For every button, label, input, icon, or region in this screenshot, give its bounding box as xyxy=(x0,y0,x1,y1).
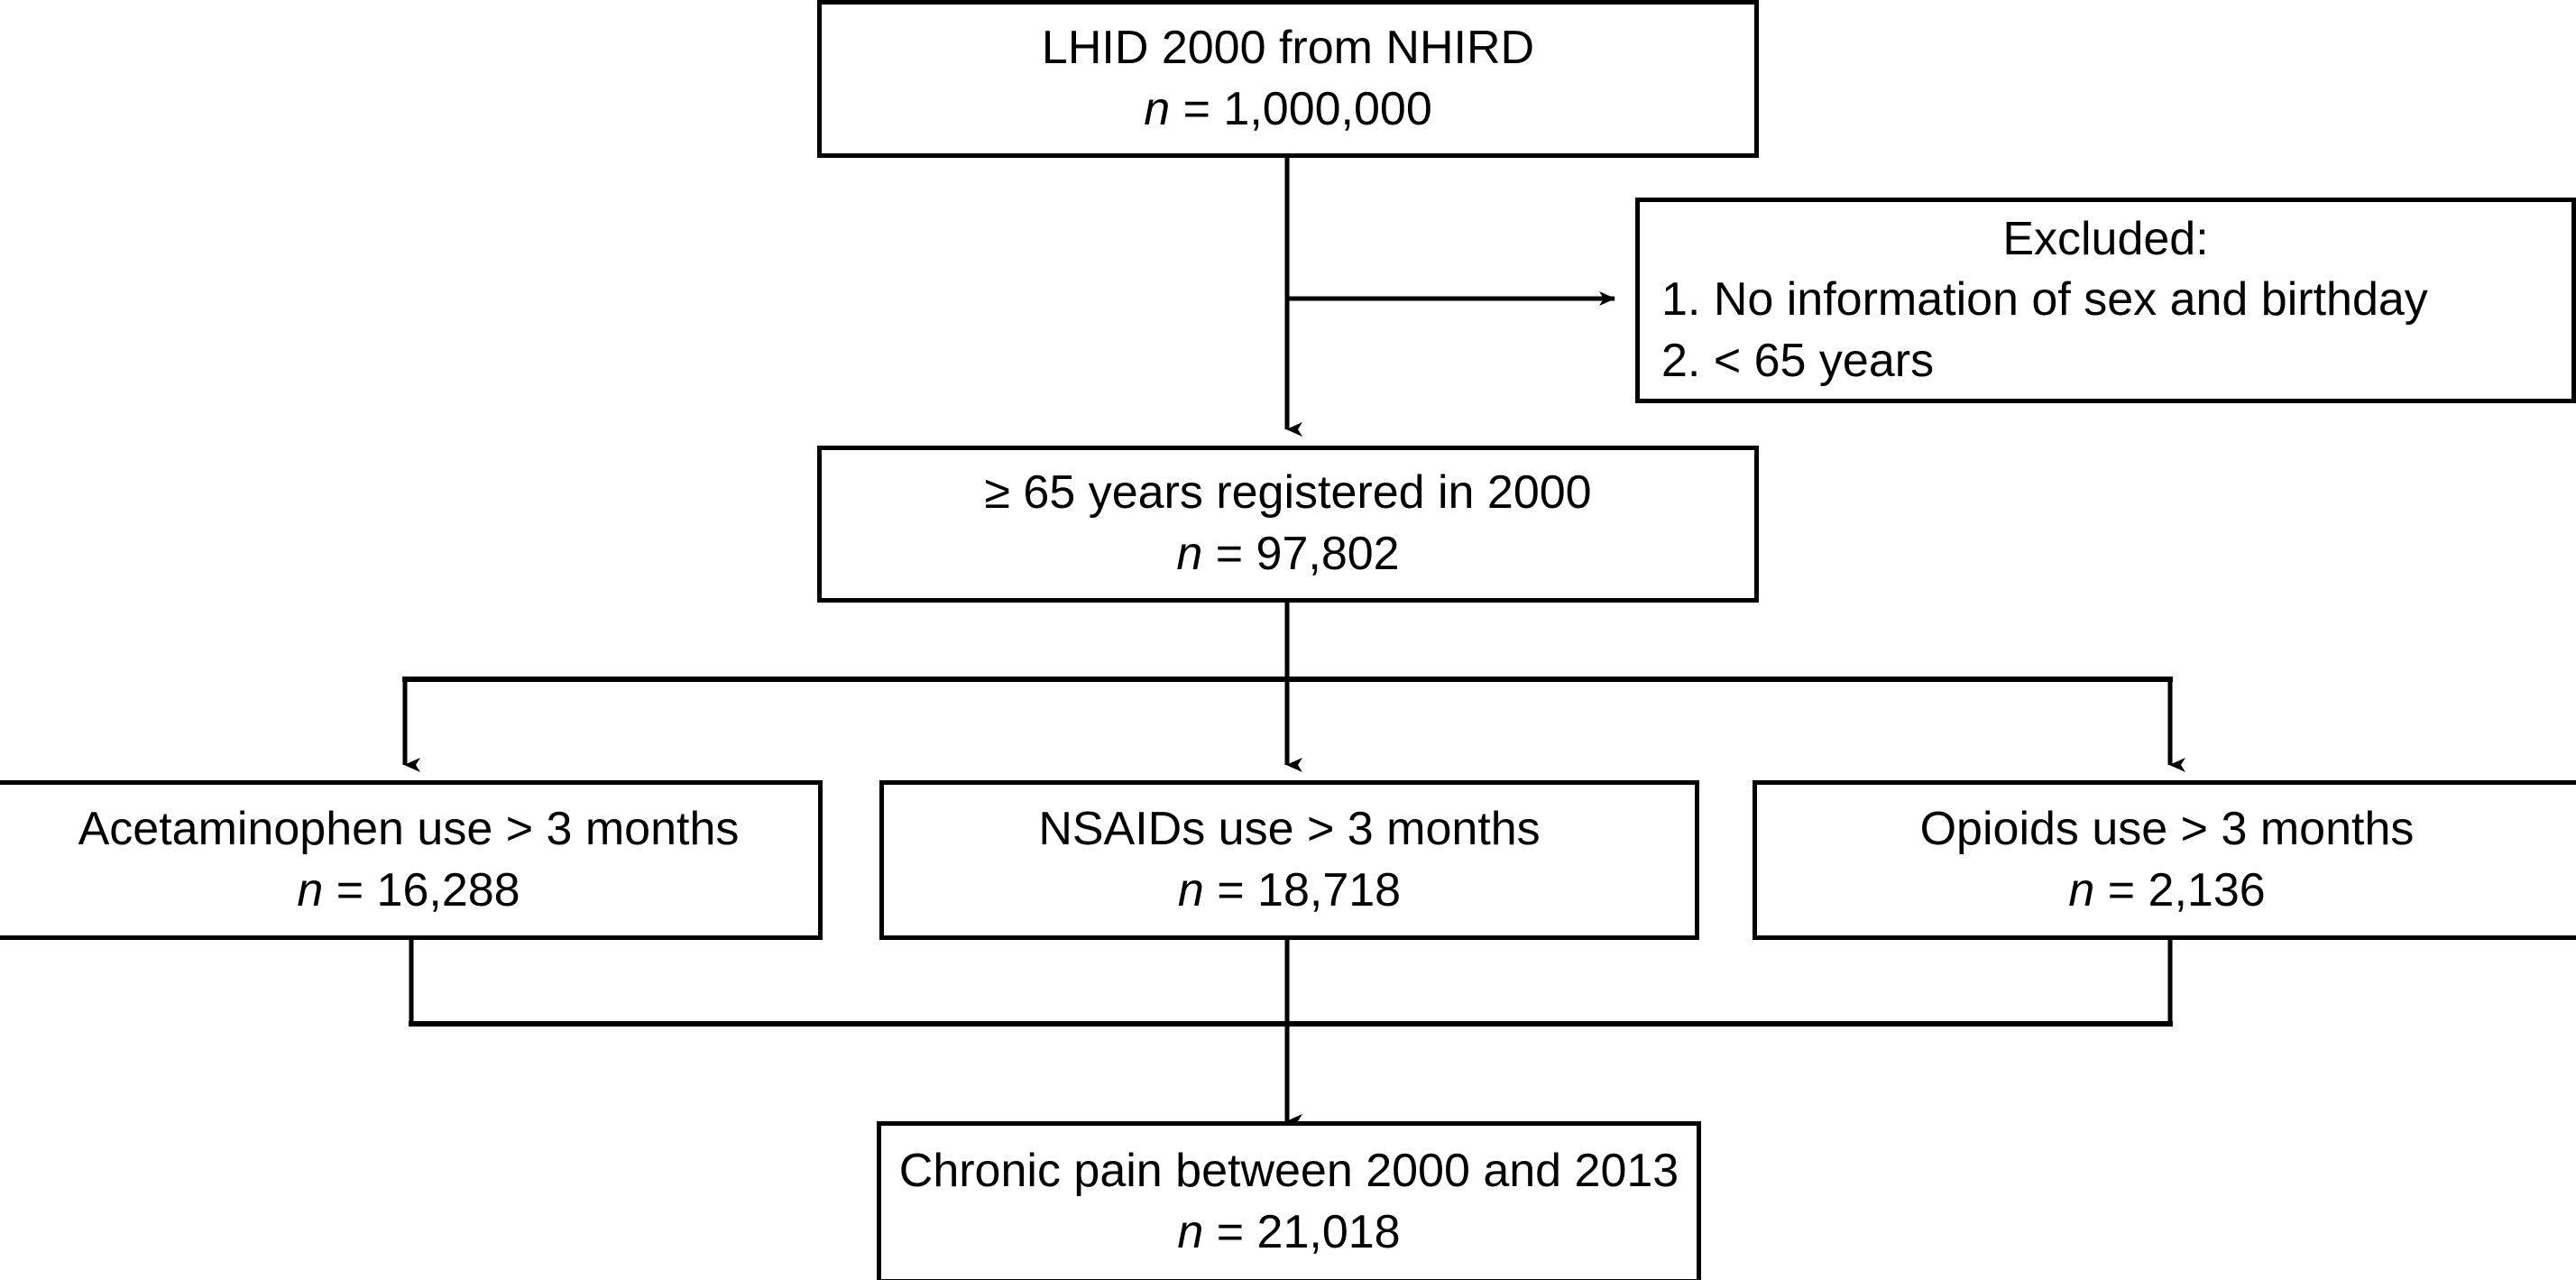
n-value: = 1,000,000 xyxy=(1170,82,1432,135)
n-symbol: n xyxy=(1177,1206,1204,1258)
n-value: = 21,018 xyxy=(1203,1206,1401,1258)
excluded-item-2: 2. < 65 years xyxy=(1661,334,1935,387)
node-source-cohort: LHID 2000 from NHIRD n = 1,000,000 xyxy=(817,0,1759,158)
source-cohort-label: LHID 2000 from NHIRD xyxy=(1041,21,1535,74)
eligible-cohort-count: n = 97,802 xyxy=(1176,524,1399,585)
source-cohort-count: n = 1,000,000 xyxy=(1144,79,1432,141)
node-opioids-group: Opioids use > 3 months n = 2,136 xyxy=(1753,780,2576,940)
opioids-count: n = 2,136 xyxy=(2068,861,2265,922)
n-value: = 97,802 xyxy=(1202,528,1400,580)
eligible-cohort-label: ≥ 65 years registered in 2000 xyxy=(984,466,1592,520)
node-eligible-cohort: ≥ 65 years registered in 2000 n = 97,802 xyxy=(817,446,1759,603)
n-value: = 2,136 xyxy=(2094,863,2266,916)
acetaminophen-label: Acetaminophen use > 3 months xyxy=(78,802,740,855)
node-nsaids-group: NSAIDs use > 3 months n = 18,718 xyxy=(879,780,1699,940)
n-symbol: n xyxy=(2068,863,2095,916)
n-value: = 18,718 xyxy=(1203,863,1402,916)
node-acetaminophen-group: Acetaminophen use > 3 months n = 16,288 xyxy=(0,780,823,940)
node-excluded-criteria: Excluded: 1. No information of sex and b… xyxy=(1635,198,2576,403)
n-symbol: n xyxy=(1177,863,1204,916)
n-value: = 16,288 xyxy=(323,863,520,916)
node-outcome-cohort: Chronic pain between 2000 and 2013 n = 2… xyxy=(877,1121,1701,1280)
outcome-label: Chronic pain between 2000 and 2013 xyxy=(898,1145,1679,1198)
n-symbol: n xyxy=(1144,82,1171,135)
n-symbol: n xyxy=(1176,528,1203,580)
nsaids-count: n = 18,718 xyxy=(1178,861,1401,922)
excluded-title: Excluded: xyxy=(2002,212,2209,265)
outcome-count: n = 21,018 xyxy=(1177,1202,1400,1264)
opioids-label: Opioids use > 3 months xyxy=(1919,802,2415,855)
excluded-item-1: 1. No information of sex and birthday xyxy=(1661,273,2428,327)
acetaminophen-count: n = 16,288 xyxy=(297,861,520,922)
nsaids-label: NSAIDs use > 3 months xyxy=(1038,802,1541,855)
n-symbol: n xyxy=(297,863,324,916)
